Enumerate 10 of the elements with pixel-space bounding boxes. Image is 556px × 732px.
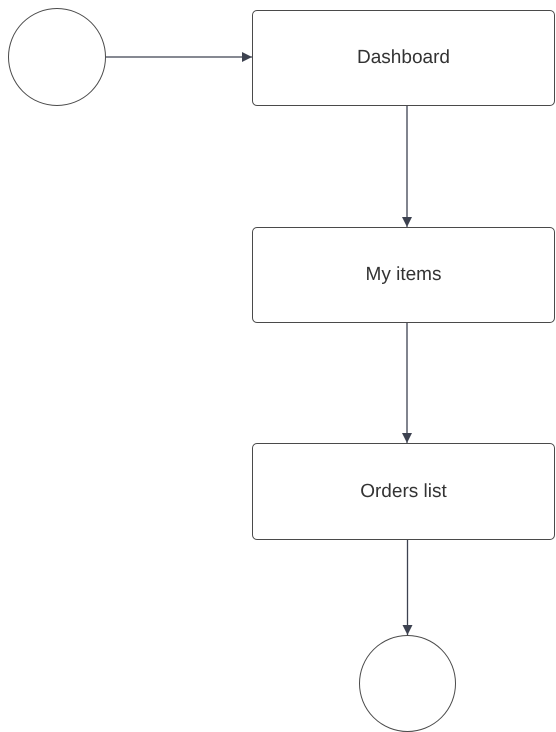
box-label: My items	[366, 264, 442, 286]
arrow	[402, 323, 412, 443]
process-box	[252, 10, 555, 106]
arrow	[402, 106, 412, 227]
process-box	[252, 443, 555, 540]
arrow	[106, 52, 252, 62]
process-box	[252, 227, 555, 323]
box-label: Dashboard	[357, 47, 450, 69]
arrow	[402, 540, 412, 635]
box-label: Orders list	[360, 480, 447, 502]
